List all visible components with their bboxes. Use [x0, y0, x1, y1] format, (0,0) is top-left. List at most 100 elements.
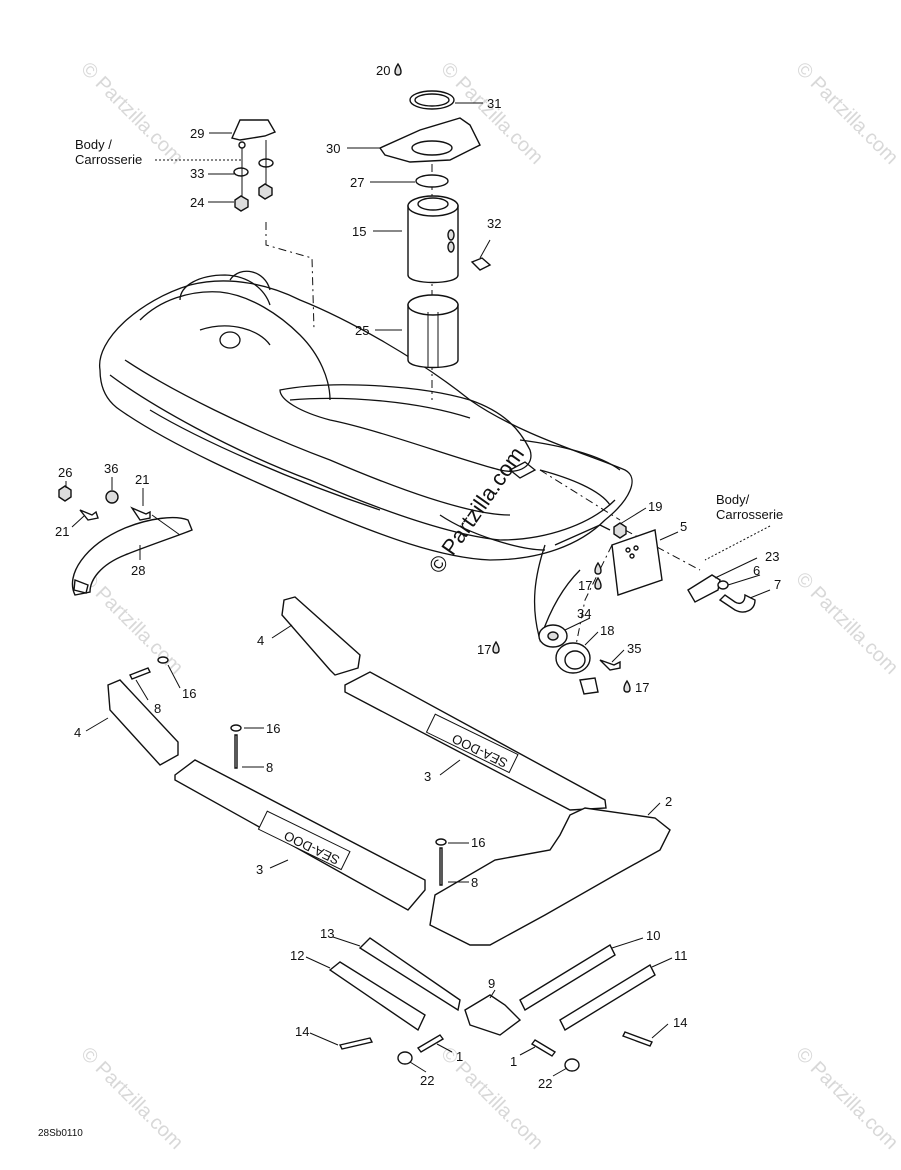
callout-23: 23 [765, 549, 779, 564]
callout-14-left: 14 [295, 1024, 309, 1039]
part-25-sleeve[interactable] [407, 304, 459, 369]
part-22-plug-left[interactable] [397, 1051, 413, 1065]
part-28-rail[interactable] [71, 516, 193, 596]
part-24-nut-left[interactable] [234, 195, 249, 212]
body-label-right-2: Carrosserie [716, 507, 783, 522]
part-24-nut-right[interactable] [258, 183, 273, 200]
part-27-clamp[interactable] [415, 174, 449, 188]
callout-31: 31 [487, 96, 501, 111]
part-36-cap[interactable] [105, 490, 119, 504]
callout-17-upper: 17 [578, 578, 592, 593]
callout-12: 12 [290, 948, 304, 963]
part-30-support[interactable] [378, 117, 481, 163]
part-5-plate[interactable] [611, 529, 663, 596]
part-8-rivet-a[interactable] [129, 667, 151, 680]
part-16-cap-b[interactable] [230, 724, 242, 732]
callout-35: 35 [627, 641, 641, 656]
part-7-u-bolt[interactable] [718, 593, 756, 613]
callout-4-upper: 4 [257, 633, 264, 648]
part-33-washer-left[interactable] [233, 167, 249, 177]
callout-5: 5 [680, 519, 687, 534]
part-16-cap-c[interactable] [435, 838, 447, 846]
callout-17-lower: 17 [635, 680, 649, 695]
callout-8-c: 8 [471, 875, 478, 890]
part-21-screw-right[interactable] [130, 506, 151, 521]
callout-22-right: 22 [538, 1076, 552, 1091]
drop-icon [394, 62, 402, 76]
logo-text-upper: SEA-DOO [425, 713, 519, 774]
watermark-bottom-center: © Partzilla.com [436, 1043, 547, 1154]
part-4-pad-lower[interactable] [107, 679, 179, 766]
part-21-screw-left[interactable] [79, 509, 99, 521]
part-29-bracket[interactable] [231, 119, 277, 141]
drop-icon [623, 679, 631, 693]
watercraft-hull [99, 270, 633, 643]
part-14-rivet-left[interactable] [338, 1037, 374, 1050]
callout-22-left: 22 [420, 1073, 434, 1088]
part-22-plug-right[interactable] [564, 1058, 580, 1072]
callout-1-right: 1 [510, 1054, 517, 1069]
callout-13: 13 [320, 926, 334, 941]
callout-18: 18 [600, 623, 614, 638]
part-6-washer[interactable] [717, 580, 729, 590]
part-12-strip[interactable] [328, 961, 426, 1032]
callout-20: 20 [376, 63, 390, 78]
body-label-left-1: Body / [75, 137, 112, 152]
part-16-cap-a[interactable] [157, 656, 169, 664]
callout-15: 15 [352, 224, 366, 239]
part-13-rail[interactable] [358, 937, 461, 1012]
part-9-cap[interactable] [464, 994, 522, 1036]
part-8-rivet-c[interactable] [439, 847, 443, 886]
part-2-pad-main[interactable] [429, 807, 671, 946]
callout-8-a: 8 [154, 701, 161, 716]
callout-16-b: 16 [266, 721, 280, 736]
fasteners [129, 656, 447, 886]
watermark-bottom-right: © Partzilla.com [791, 1043, 901, 1154]
part-23-plate[interactable] [687, 574, 721, 603]
body-label-right-1: Body/ [716, 492, 750, 507]
callout-28: 28 [131, 563, 145, 578]
part-26-nut[interactable] [58, 485, 72, 502]
part-32-clip[interactable] [470, 257, 492, 271]
part-11-strip[interactable] [559, 964, 656, 1031]
part-8-rivet-b[interactable] [234, 734, 238, 769]
callout-33: 33 [190, 166, 204, 181]
part-14-rivet-right[interactable] [622, 1031, 653, 1047]
callout-26: 26 [58, 465, 72, 480]
part-17-drop-left[interactable] [594, 561, 602, 575]
callout-9: 9 [488, 976, 495, 991]
mat-pads: SEA-DOO SEA-DOO [107, 596, 671, 946]
callout-8-b: 8 [266, 760, 273, 775]
callout-30: 30 [326, 141, 340, 156]
callout-3-lower: 3 [256, 862, 263, 877]
callout-34: 34 [577, 606, 591, 621]
part-10-rail[interactable] [519, 944, 616, 1011]
part-35-screw[interactable] [599, 659, 621, 671]
callout-25: 25 [355, 323, 369, 338]
part-1-rivet-right[interactable] [530, 1039, 557, 1057]
callout-2: 2 [665, 794, 672, 809]
drop-icon [594, 576, 602, 590]
watermark-mid-left: © Partzilla.com [76, 568, 187, 679]
callout-11: 11 [674, 948, 688, 963]
callout-29: 29 [190, 126, 204, 141]
part-15-container[interactable] [407, 205, 459, 284]
watermark-mid-right: © Partzilla.com [791, 568, 901, 679]
callout-32: 32 [487, 216, 501, 231]
part-1-rivet-left[interactable] [416, 1034, 445, 1053]
bracket-assembly [231, 119, 277, 212]
callout-labels: 20 31 29 Body / Carrosserie 30 33 27 24 … [38, 62, 783, 1139]
watermark-bottom-left: © Partzilla.com [76, 1043, 187, 1154]
right-rear-parts [538, 522, 756, 695]
callout-6: 6 [753, 563, 760, 578]
drop-icon [492, 640, 500, 654]
callout-4-lower: 4 [74, 725, 81, 740]
callout-14-right: 14 [673, 1015, 687, 1030]
callout-16-a: 16 [182, 686, 196, 701]
callout-27: 27 [350, 175, 364, 190]
callout-1-left: 1 [456, 1049, 463, 1064]
part-4-pad-upper[interactable] [281, 596, 361, 676]
part-19-nut[interactable] [613, 522, 627, 539]
body-label-left-2: Carrosserie [75, 152, 142, 167]
